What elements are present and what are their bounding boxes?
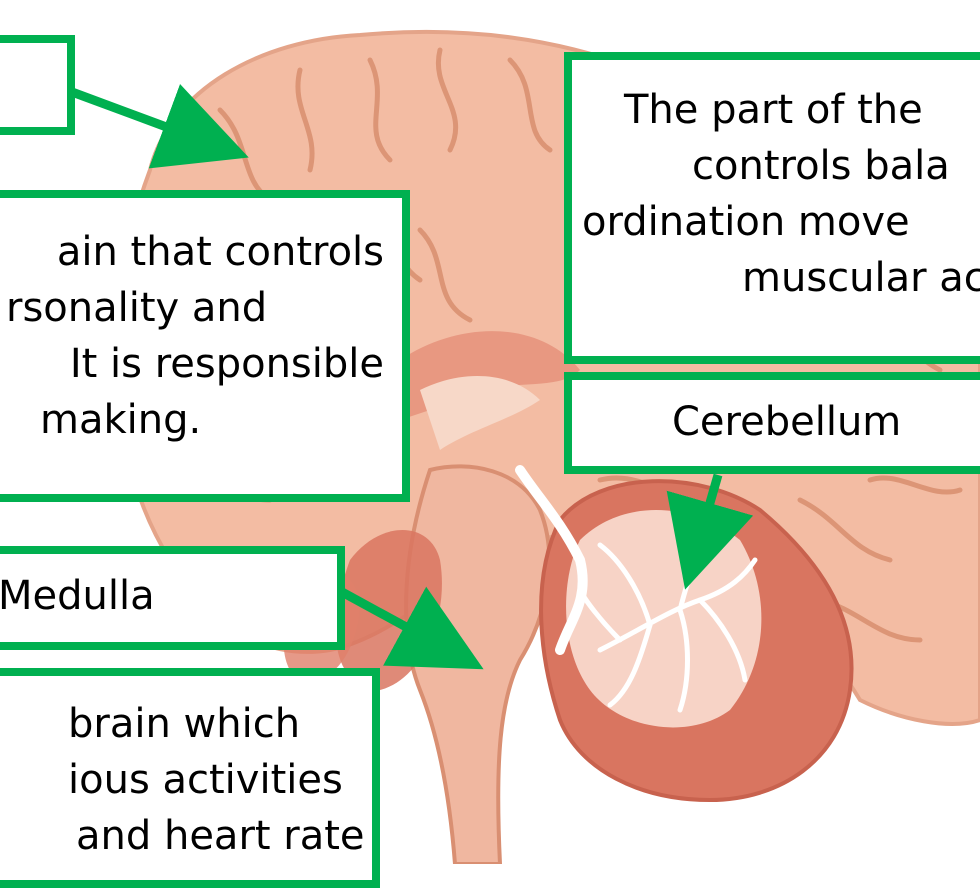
cerebellum-name-text: Cerebellum <box>572 394 980 450</box>
cerebellum-description-label: The part of the controls bala ordination… <box>564 52 980 364</box>
medulla-desc-line-2: ious activities <box>0 752 372 808</box>
medulla-name-label: Medulla <box>0 546 345 650</box>
cerebrum-desc-line-3: It is responsible <box>0 336 402 392</box>
cerebellum-desc-line-3: ordination move <box>572 194 980 250</box>
cerebrum-desc-line-2: rsonality and <box>0 280 402 336</box>
cerebrum-name-label <box>0 35 75 135</box>
cerebrum-desc-line-4: making. <box>0 392 402 448</box>
cerebellum-desc-line-4: muscular ac <box>572 250 980 306</box>
brainstem <box>406 466 549 864</box>
cerebrum-description-label: ain that controls rsonality and It is re… <box>0 190 410 502</box>
cerebellum-desc-line-2: controls bala <box>572 138 980 194</box>
cerebellum-desc-line-1: The part of the <box>572 82 980 138</box>
medulla-desc-line-1: brain which <box>0 696 372 752</box>
cerebrum-desc-line-1: ain that controls <box>0 224 402 280</box>
medulla-name-text: Medulla <box>0 568 337 624</box>
medulla-description-label: brain which ious activities and heart ra… <box>0 668 380 888</box>
medulla-desc-line-3: and heart rate <box>0 808 372 864</box>
cerebellum-name-label: Cerebellum <box>564 372 980 474</box>
